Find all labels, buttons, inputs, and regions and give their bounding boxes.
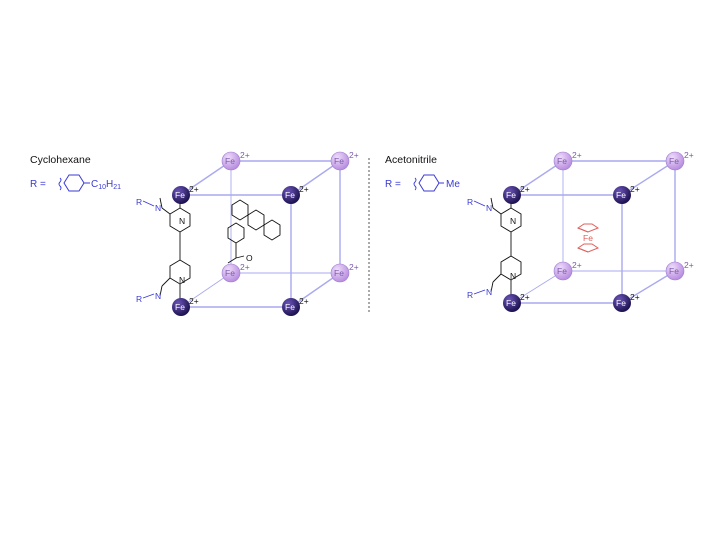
bipyridine-ligand xyxy=(159,197,191,300)
svg-text:2+: 2+ xyxy=(189,184,199,194)
svg-text:2+: 2+ xyxy=(349,150,359,160)
fe-back-bottom-left: Fe 2+ xyxy=(221,262,250,283)
solvent-label: Cyclohexane xyxy=(30,154,91,166)
fe-front-bottom-right: Fe 2+ xyxy=(613,292,640,312)
svg-text:2+: 2+ xyxy=(572,150,582,160)
imine-n-top: N xyxy=(486,203,492,213)
bipyridine-ligand xyxy=(490,197,522,296)
cage-edges xyxy=(511,160,676,304)
svg-text:2+: 2+ xyxy=(630,184,640,194)
svg-text:Fe: Fe xyxy=(225,268,235,278)
svg-text:Fe: Fe xyxy=(669,156,679,166)
svg-text:2+: 2+ xyxy=(520,184,530,194)
benzene-ring xyxy=(418,174,440,192)
svg-text:Fe: Fe xyxy=(334,156,344,166)
svg-text:2+: 2+ xyxy=(240,262,250,272)
r-bond-bottom xyxy=(142,293,155,299)
pyridine-n-top: N xyxy=(510,216,516,226)
svg-text:Fe: Fe xyxy=(285,190,295,200)
svg-text:2+: 2+ xyxy=(299,184,309,194)
r-equals: R = xyxy=(30,179,46,190)
svg-text:2+: 2+ xyxy=(349,262,359,272)
ferrocene-fe: Fe xyxy=(583,233,593,243)
svg-text:Fe: Fe xyxy=(669,266,679,276)
r-label-top: R xyxy=(467,197,473,207)
svg-text:Fe: Fe xyxy=(175,302,185,312)
svg-text:2+: 2+ xyxy=(240,150,250,160)
fe-front-bottom-left: Fe 2+ xyxy=(172,296,199,316)
fe-front-top-right: Fe 2+ xyxy=(613,184,640,204)
r-bond-bottom xyxy=(473,289,486,295)
r-group-definition: R = C10H21 xyxy=(30,174,121,192)
fe-front-bottom-right: Fe 2+ xyxy=(282,296,309,316)
benzene-ring xyxy=(63,174,85,192)
imine-n-bottom: N xyxy=(486,287,492,297)
panel-cyclohexane: Cyclohexane R = C10H21 xyxy=(30,150,359,316)
imine-n-bottom: N xyxy=(155,291,161,301)
r-bond-top xyxy=(473,200,486,207)
fe-back-top-left: Fe 2+ xyxy=(553,150,582,171)
guest-aromatic xyxy=(227,199,281,264)
ferrocene-guest xyxy=(576,223,600,253)
methyl-label: Me xyxy=(446,179,460,190)
fe-front-top-left: Fe 2+ xyxy=(172,184,199,204)
svg-text:2+: 2+ xyxy=(630,292,640,302)
cage-edges xyxy=(180,160,341,308)
pyridine-n-top: N xyxy=(179,216,185,226)
panel-acetonitrile: Acetonitrile R = Me xyxy=(385,150,694,312)
alkyl-formula: C10H21 xyxy=(91,179,121,191)
svg-text:Fe: Fe xyxy=(506,298,516,308)
svg-text:Fe: Fe xyxy=(557,266,567,276)
svg-text:2+: 2+ xyxy=(520,292,530,302)
pyridine-n-bottom: N xyxy=(510,271,516,281)
guest-oxygen: O xyxy=(246,253,253,263)
fe-back-top-right: Fe 2+ xyxy=(665,150,694,171)
svg-text:Fe: Fe xyxy=(175,190,185,200)
wavy-bond xyxy=(58,177,62,191)
svg-text:2+: 2+ xyxy=(572,260,582,270)
svg-text:Fe: Fe xyxy=(506,190,516,200)
fe-back-top-right: Fe 2+ xyxy=(330,150,359,171)
fe-back-bottom-right: Fe 2+ xyxy=(330,262,359,283)
svg-text:Fe: Fe xyxy=(616,190,626,200)
r-label-bottom: R xyxy=(136,294,142,304)
svg-text:2+: 2+ xyxy=(299,296,309,306)
r-label-top: R xyxy=(136,197,142,207)
fe-front-top-left: Fe 2+ xyxy=(503,184,530,204)
fe-back-bottom-left: Fe 2+ xyxy=(553,260,582,281)
fe-front-top-right: Fe 2+ xyxy=(282,184,309,204)
r-group-definition: R = Me xyxy=(385,174,460,192)
svg-text:Fe: Fe xyxy=(334,268,344,278)
solvent-label: Acetonitrile xyxy=(385,154,437,166)
fe-back-bottom-right: Fe 2+ xyxy=(665,260,694,281)
r-label-bottom: R xyxy=(467,290,473,300)
svg-text:2+: 2+ xyxy=(684,150,694,160)
svg-text:Fe: Fe xyxy=(616,298,626,308)
fe-front-bottom-left: Fe 2+ xyxy=(503,292,530,312)
svg-text:Fe: Fe xyxy=(225,156,235,166)
fe-back-top-left: Fe 2+ xyxy=(221,150,250,171)
svg-text:Fe: Fe xyxy=(285,302,295,312)
r-bond-top xyxy=(142,200,155,207)
svg-text:2+: 2+ xyxy=(684,260,694,270)
svg-text:2+: 2+ xyxy=(189,296,199,306)
r-equals: R = xyxy=(385,179,401,190)
imine-n-top: N xyxy=(155,203,161,213)
pyridine-n-bottom: N xyxy=(179,275,185,285)
svg-text:Fe: Fe xyxy=(557,156,567,166)
wavy-bond xyxy=(413,177,417,191)
